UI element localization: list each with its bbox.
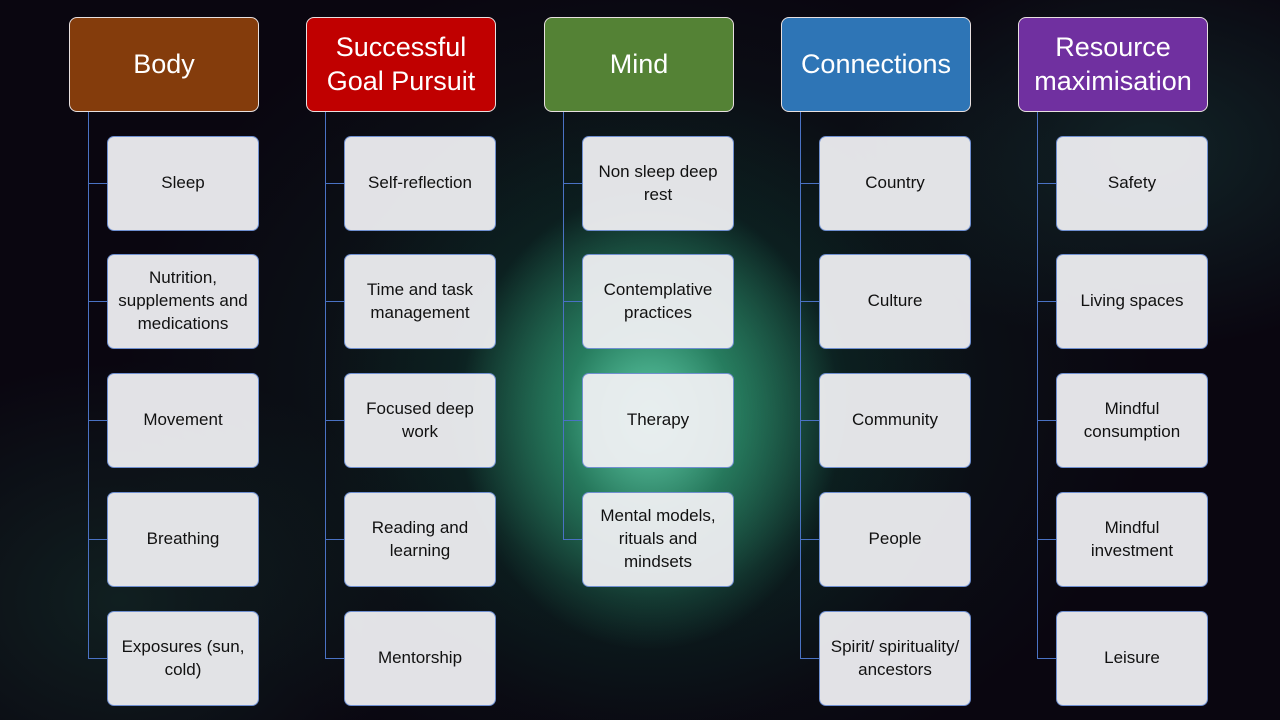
connector-branch: [325, 658, 344, 659]
connector-branch: [1037, 658, 1056, 659]
category-header[interactable]: Successful Goal Pursuit: [306, 17, 496, 112]
connector-branch: [88, 420, 107, 421]
connector-branch: [88, 183, 107, 184]
connector-line: [800, 112, 801, 658]
connector-line: [325, 112, 326, 658]
connector-branch: [800, 301, 819, 302]
connector-branch: [800, 658, 819, 659]
item-box[interactable]: Sleep: [107, 136, 259, 231]
item-box[interactable]: Movement: [107, 373, 259, 468]
item-box[interactable]: Mindful investment: [1056, 492, 1208, 587]
item-box[interactable]: Contemplative practices: [582, 254, 734, 349]
item-box[interactable]: Breathing: [107, 492, 259, 587]
connector-branch: [563, 183, 582, 184]
category-header[interactable]: Resource maximisation: [1018, 17, 1208, 112]
connector-branch: [1037, 301, 1056, 302]
item-box[interactable]: Spirit/ spirituality/ ancestors: [819, 611, 971, 706]
item-box[interactable]: Community: [819, 373, 971, 468]
item-box[interactable]: Mentorship: [344, 611, 496, 706]
connector-branch: [1037, 183, 1056, 184]
item-box[interactable]: Therapy: [582, 373, 734, 468]
connector-branch: [563, 539, 582, 540]
connector-branch: [1037, 539, 1056, 540]
item-box[interactable]: Time and task management: [344, 254, 496, 349]
connector-branch: [800, 183, 819, 184]
item-box[interactable]: Mental models, rituals and mindsets: [582, 492, 734, 587]
connector-branch: [800, 539, 819, 540]
item-box[interactable]: People: [819, 492, 971, 587]
category-header[interactable]: Mind: [544, 17, 734, 112]
connector-branch: [563, 420, 582, 421]
item-box[interactable]: Culture: [819, 254, 971, 349]
connector-line: [88, 112, 89, 658]
connector-line: [1037, 112, 1038, 658]
item-box[interactable]: Safety: [1056, 136, 1208, 231]
item-box[interactable]: Nutrition, supplements and medications: [107, 254, 259, 349]
item-box[interactable]: Focused deep work: [344, 373, 496, 468]
connector-branch: [1037, 420, 1056, 421]
connector-line: [563, 112, 564, 539]
connector-branch: [88, 301, 107, 302]
connector-branch: [563, 301, 582, 302]
connector-branch: [325, 183, 344, 184]
category-header[interactable]: Connections: [781, 17, 971, 112]
category-header[interactable]: Body: [69, 17, 259, 112]
connector-branch: [325, 420, 344, 421]
item-box[interactable]: Non sleep deep rest: [582, 136, 734, 231]
item-box[interactable]: Leisure: [1056, 611, 1208, 706]
item-box[interactable]: Exposures (sun, cold): [107, 611, 259, 706]
item-box[interactable]: Country: [819, 136, 971, 231]
item-box[interactable]: Reading and learning: [344, 492, 496, 587]
connector-branch: [325, 301, 344, 302]
connector-branch: [325, 539, 344, 540]
item-box[interactable]: Mindful consumption: [1056, 373, 1208, 468]
item-box[interactable]: Living spaces: [1056, 254, 1208, 349]
connector-branch: [88, 658, 107, 659]
item-box[interactable]: Self-reflection: [344, 136, 496, 231]
connector-branch: [800, 420, 819, 421]
connector-branch: [88, 539, 107, 540]
